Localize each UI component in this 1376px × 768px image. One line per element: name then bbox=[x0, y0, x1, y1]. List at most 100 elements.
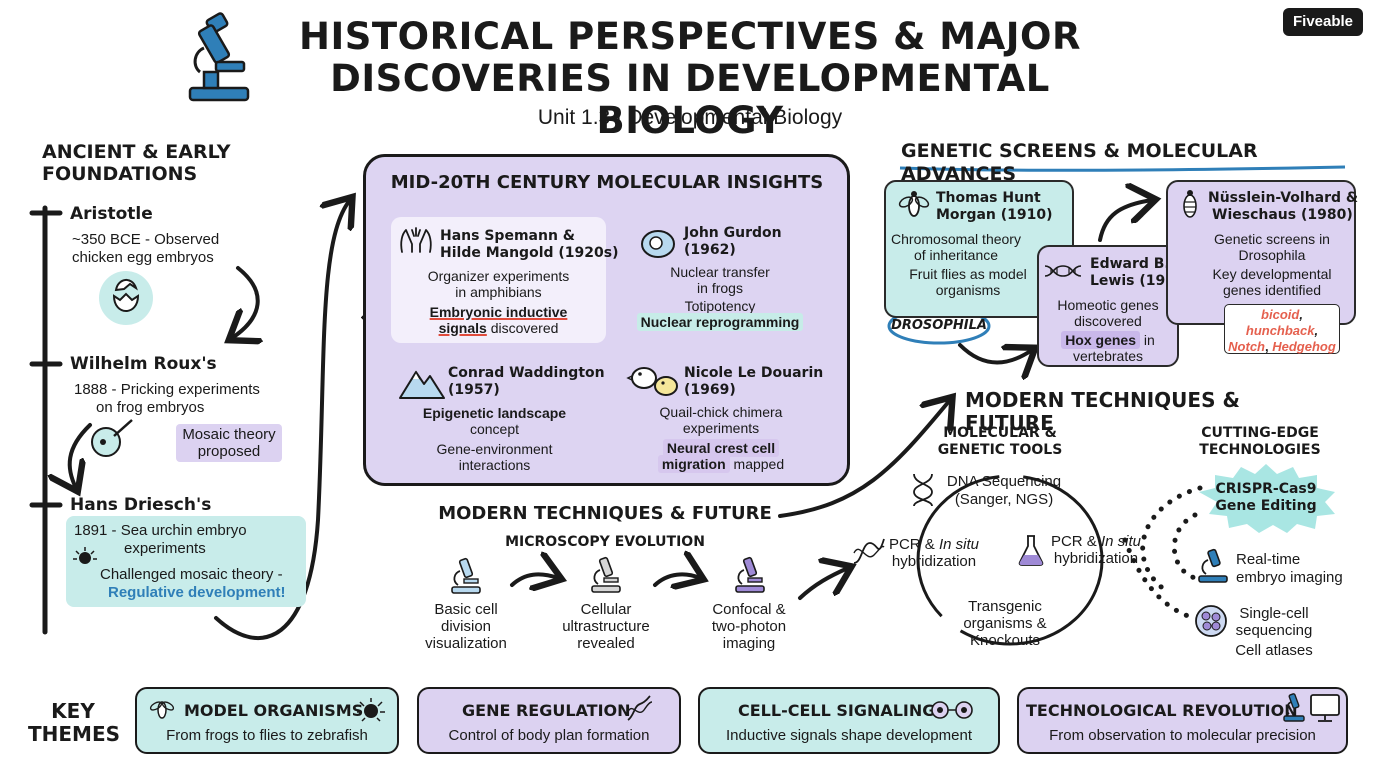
dna-strand-icon bbox=[910, 472, 936, 508]
pcr-left-line2: hybridization bbox=[891, 553, 977, 570]
ancient-heading-line2: FOUNDATIONS bbox=[42, 163, 198, 185]
morgan-line4: organisms bbox=[935, 282, 1001, 298]
page-subtitle: Unit 1.3 | Developmental Biology bbox=[537, 106, 843, 129]
pcr-right-line2: hybridization bbox=[1053, 550, 1139, 567]
microscope-computer-icon bbox=[1283, 692, 1341, 724]
theme-gene-regulation-desc: Control of body plan formation bbox=[448, 727, 650, 744]
crispr-starburst bbox=[1193, 462, 1339, 534]
crispr-line2: Gene Editing bbox=[1215, 498, 1317, 514]
douarin-line1: Quail-chick chimera bbox=[659, 404, 783, 420]
microscope-realtime-icon bbox=[1196, 546, 1230, 584]
gurdon-line4-wrap: Nuclear reprogramming bbox=[630, 313, 810, 331]
gurdon-line1: Nuclear transfer bbox=[670, 264, 770, 280]
gurdon-name-line2: (1962) bbox=[684, 242, 736, 258]
waddington-line1: Epigenetic landscape bbox=[422, 405, 567, 421]
nusslein-line1: Genetic screens in bbox=[1214, 231, 1330, 247]
microscope-electron-icon bbox=[588, 554, 624, 594]
waddington-line4: interactions bbox=[458, 457, 531, 473]
roux-note-line2: proposed bbox=[197, 443, 261, 460]
theme-cell-signaling bbox=[698, 687, 1000, 754]
sea-urchin-theme-icon bbox=[356, 697, 386, 723]
single-cell: Single-cell sequencing Cell atlases bbox=[1226, 605, 1322, 659]
single-cell-line2: sequencing bbox=[1235, 622, 1313, 639]
cutting-edge-heading-line1: CUTTING-EDGE bbox=[1201, 425, 1319, 441]
theme-gene-regulation bbox=[417, 687, 681, 754]
sea-urchin-icon bbox=[72, 546, 98, 568]
pcr-right-line1-wrap: PCR & In situ bbox=[1042, 533, 1150, 550]
pcr-left-line1b: In situ bbox=[938, 536, 980, 553]
driesch-card bbox=[66, 516, 306, 607]
gene-notch: Notch bbox=[1228, 339, 1266, 354]
roux-note-line1: Mosaic theory bbox=[182, 426, 276, 443]
theme-model-organisms-desc: From frogs to flies to zebrafish bbox=[166, 727, 368, 744]
gene-names-badge: bicoid, hunchback, Notch, Hedgehog bbox=[1224, 304, 1340, 354]
spemann-line3: Embryonic inductive bbox=[429, 304, 568, 320]
drosophila-tag: DROSOPHILA bbox=[891, 318, 987, 333]
transgenic: Transgenic organisms & Knockouts bbox=[950, 598, 1060, 649]
key-themes-label-line2: THEMES bbox=[28, 722, 121, 746]
ancient-heading-line1: ANCIENT & EARLY bbox=[42, 141, 231, 163]
roux-line2: on frog embryos bbox=[96, 399, 205, 416]
spemann-line1: Organizer experiments bbox=[427, 268, 570, 284]
waddington-name-line1: Conrad Waddington bbox=[448, 365, 605, 381]
microscopy-step-3-l3: imaging bbox=[722, 635, 776, 652]
realtime-line1: Real-time bbox=[1236, 551, 1301, 568]
nusslein-line3: Key developmental bbox=[1212, 266, 1332, 282]
realtime-line2: embryo imaging bbox=[1236, 569, 1343, 586]
mountain-landscape-icon bbox=[398, 364, 446, 400]
morgan-name-line1: Thomas Hunt bbox=[936, 190, 1041, 206]
theme-tech-revolution-desc: From observation to molecular precision bbox=[1049, 727, 1316, 744]
cell-icon bbox=[640, 228, 676, 260]
pcr-left-line1-wrap: PCR & In situ bbox=[880, 536, 988, 553]
morgan-line1: Chromosomal theory bbox=[891, 231, 1021, 247]
lewis-line3b: in bbox=[1140, 332, 1155, 348]
pcr-right-line1b: In situ bbox=[1100, 533, 1142, 550]
dna-helix-icon bbox=[1043, 262, 1083, 280]
waddington-line3: Gene-environment bbox=[436, 441, 553, 457]
microscope-confocal-icon bbox=[732, 554, 768, 594]
signaling-cells-icon bbox=[930, 700, 974, 720]
pcr-left-line1a: PCR & bbox=[888, 536, 939, 553]
microscopy-step-2: Cellular ultrastructure revealed bbox=[548, 601, 664, 652]
lewis-line3: Hox genes bbox=[1061, 331, 1140, 349]
flask-icon bbox=[1018, 534, 1044, 566]
microscopy-section-heading: MODERN TECHNIQUES & FUTURE bbox=[438, 503, 772, 524]
gurdon-line4: Nuclear reprogramming bbox=[636, 313, 804, 331]
douarin-line3: Neural crest cell bbox=[662, 439, 780, 457]
douarin-line2: experiments bbox=[682, 420, 760, 436]
microscope-basic-icon bbox=[448, 555, 484, 595]
nusslein-line4: genes identified bbox=[1222, 282, 1322, 298]
pcr-right: PCR & In situ hybridization bbox=[1042, 533, 1150, 567]
spemann-line4-wrap: signals discovered bbox=[396, 320, 601, 336]
douarin-line4-wrap: migration mapped bbox=[628, 455, 814, 473]
douarin-line4b: mapped bbox=[729, 456, 785, 472]
morgan-line3: Fruit flies as model bbox=[909, 266, 1027, 282]
waddington-name-line2: (1957) bbox=[448, 382, 500, 398]
driesch-line2: experiments bbox=[124, 540, 206, 557]
key-themes-label-line1: KEY bbox=[51, 699, 95, 723]
nusslein-name-line2: Wieschaus (1980) bbox=[1212, 207, 1353, 223]
lewis-line2: discovered bbox=[1074, 313, 1142, 329]
transgenic-line2: organisms & bbox=[963, 615, 1047, 632]
spemann-line4: signals bbox=[438, 320, 487, 336]
page-title-line2: DISCOVERIES IN DEVELOPMENTAL BIOLOGY bbox=[330, 57, 1050, 142]
microscopy-step-2-l1: Cellular bbox=[580, 601, 632, 618]
morgan-line2: of inheritance bbox=[913, 247, 999, 263]
microscopy-step-1-l1: Basic cell bbox=[434, 601, 498, 618]
microscopy-step-2-l2: ultrastructure bbox=[562, 618, 650, 635]
microscope-logo-icon bbox=[186, 12, 252, 104]
microscopy-step-1: Basic cell division visualization bbox=[410, 601, 522, 652]
fruit-fly-icon bbox=[896, 186, 932, 222]
gurdon-line3: Totipotency bbox=[684, 298, 756, 314]
waddington-line2: concept bbox=[469, 421, 520, 437]
roux-name: Wilhelm Roux's bbox=[70, 354, 217, 374]
single-cell-line1: Single-cell bbox=[1239, 605, 1309, 622]
gene-bicoid: bicoid bbox=[1261, 307, 1300, 322]
pcr-right-line1a: PCR & bbox=[1050, 533, 1101, 550]
lewis-line4: vertebrates bbox=[1072, 348, 1144, 364]
douarin-line4: migration bbox=[657, 455, 730, 473]
nusslein-line2: Drosophila bbox=[1238, 247, 1306, 263]
gene-line2-wrap: hunchback, bbox=[1245, 323, 1319, 338]
roux-line1: 1888 - Pricking experiments bbox=[74, 381, 260, 398]
